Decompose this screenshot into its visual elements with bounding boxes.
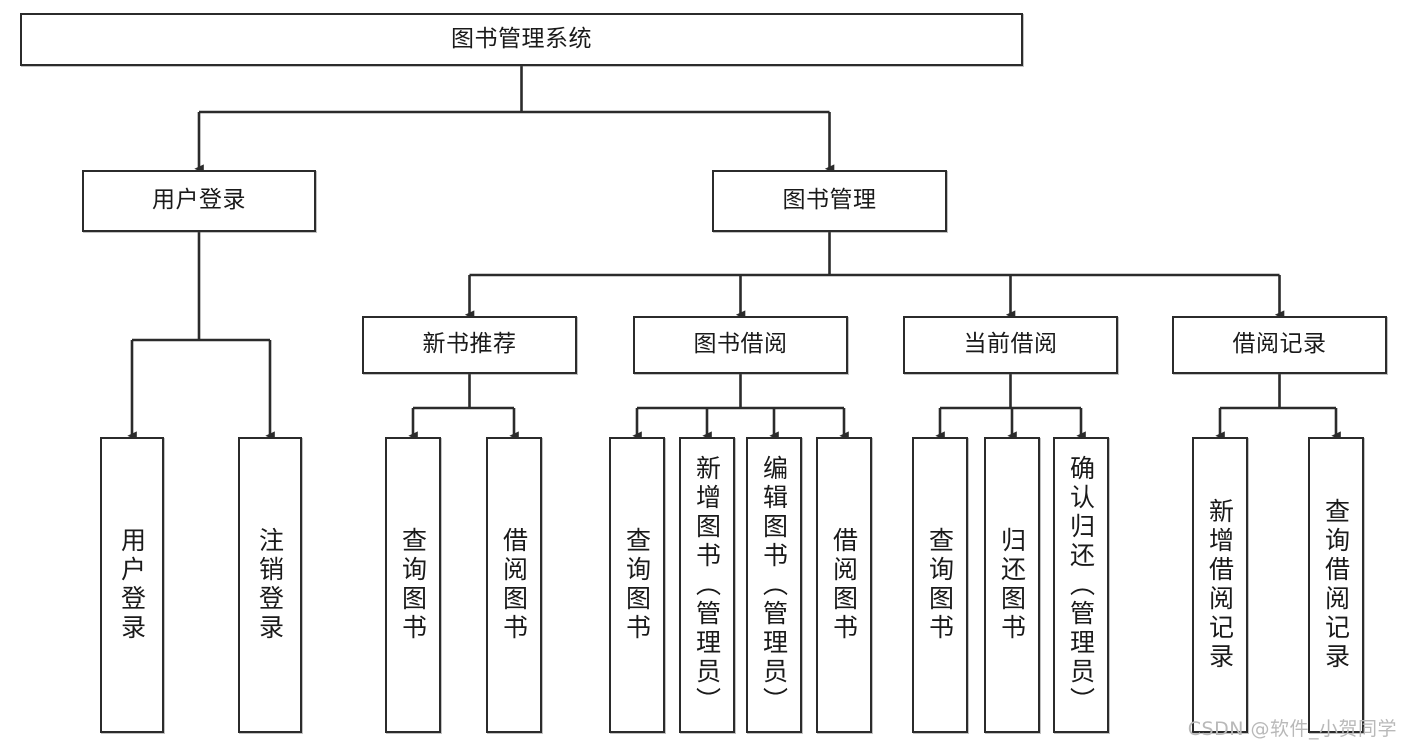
node-label: 新书推荐 (422, 331, 517, 358)
node-cur-borrow[interactable]: 当前借阅 (903, 316, 1118, 374)
node-label: 借阅图书 (499, 527, 529, 643)
node-leaf-br-query[interactable]: 查询借阅记录 (1308, 437, 1364, 733)
node-label: 编辑图书（管理员） (759, 454, 789, 716)
node-label: 新增借阅记录 (1205, 498, 1235, 672)
node-leaf-user-logout[interactable]: 注销登录 (238, 437, 302, 733)
node-new-book-rec[interactable]: 新书推荐 (362, 316, 577, 374)
node-label: 图书管理系统 (451, 25, 592, 52)
watermark-text: CSDN @软件_小贺同学 (1187, 718, 1397, 740)
node-label: 借阅图书 (829, 527, 859, 643)
node-leaf-nb-query[interactable]: 查询图书 (385, 437, 441, 733)
node-leaf-cb-return[interactable]: 归还图书 (984, 437, 1040, 733)
node-leaf-bb-edit[interactable]: 编辑图书（管理员） (746, 437, 802, 733)
node-leaf-br-add[interactable]: 新增借阅记录 (1192, 437, 1248, 733)
node-leaf-cb-confirm[interactable]: 确认归还（管理员） (1053, 437, 1109, 733)
node-label: 查询借阅记录 (1321, 498, 1351, 672)
node-leaf-bb-query[interactable]: 查询图书 (609, 437, 665, 733)
node-label: 确认归还（管理员） (1066, 454, 1096, 716)
node-user-login[interactable]: 用户登录 (82, 170, 316, 232)
node-label: 归还图书 (997, 527, 1027, 643)
node-label: 用户登录 (117, 527, 147, 643)
node-label: 借阅记录 (1232, 331, 1327, 358)
node-label: 查询图书 (622, 527, 652, 643)
node-label: 当前借阅 (963, 331, 1058, 358)
node-label: 注销登录 (255, 527, 285, 643)
node-label: 用户登录 (152, 187, 246, 214)
node-leaf-nb-borrow[interactable]: 借阅图书 (486, 437, 542, 733)
node-leaf-cb-query[interactable]: 查询图书 (912, 437, 968, 733)
node-label: 新增图书（管理员） (692, 454, 722, 716)
node-book-borrow[interactable]: 图书借阅 (633, 316, 848, 374)
node-leaf-user-login[interactable]: 用户登录 (100, 437, 164, 733)
node-leaf-bb-borrow[interactable]: 借阅图书 (816, 437, 872, 733)
node-root[interactable]: 图书管理系统 (20, 13, 1023, 66)
node-label: 图书借阅 (693, 331, 788, 358)
node-borrow-rec[interactable]: 借阅记录 (1172, 316, 1387, 374)
node-label: 图书管理 (782, 187, 877, 214)
node-book-manage[interactable]: 图书管理 (712, 170, 947, 232)
node-leaf-bb-add[interactable]: 新增图书（管理员） (679, 437, 735, 733)
node-label: 查询图书 (398, 527, 428, 643)
node-label: 查询图书 (925, 527, 955, 643)
